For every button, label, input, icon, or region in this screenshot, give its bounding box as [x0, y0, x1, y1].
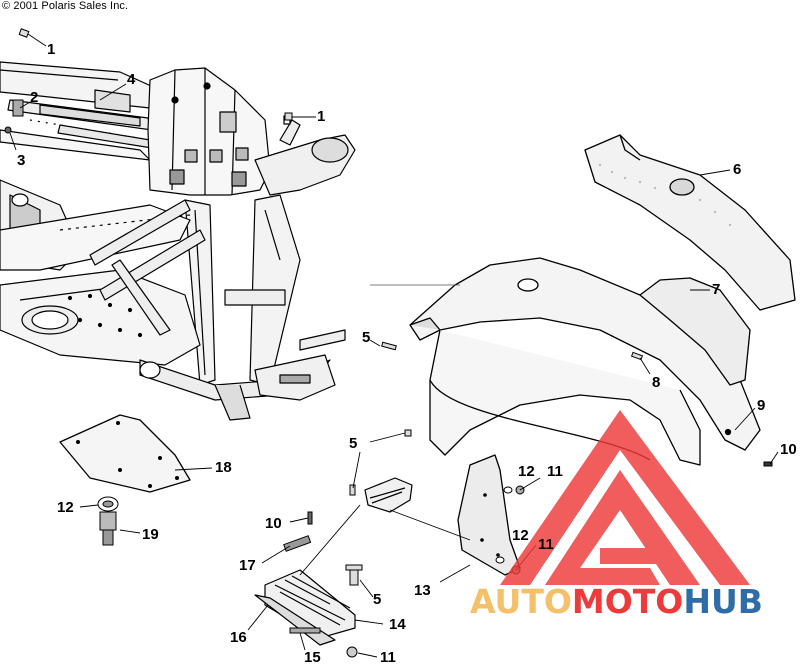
front-cover-part-6 [584, 134, 796, 311]
callout-11b: 11 [538, 536, 554, 553]
callout-3: 3 [17, 152, 26, 169]
frame-assembly [0, 61, 356, 421]
callout-12a: 12 [518, 463, 535, 480]
front-fender-part-7 [409, 257, 761, 466]
callout-7: 7 [712, 281, 721, 298]
callout-4: 4 [127, 71, 136, 88]
watermark-part-hub: HUB [683, 582, 763, 621]
callout-10a: 10 [780, 441, 797, 458]
callout-5c: 5 [373, 591, 382, 608]
watermark-logo [500, 410, 750, 585]
callout-2: 2 [30, 89, 39, 106]
callout-12b: 12 [57, 499, 74, 516]
callout-15: 15 [304, 649, 321, 666]
callout-19: 19 [142, 526, 159, 543]
watermark-wordmark: AUTOMOTOHUB [470, 585, 763, 618]
hardware [4, 28, 773, 658]
callout-18: 18 [215, 459, 232, 476]
footrest-bracket [364, 477, 413, 513]
callout-13: 13 [414, 582, 431, 599]
callout-10b: 10 [265, 515, 282, 532]
callout-1a: 1 [47, 41, 56, 58]
callout-16: 16 [230, 629, 247, 646]
mud-flap-part-13 [457, 454, 521, 576]
skid-plate-part-18 [59, 414, 191, 493]
callout-9: 9 [757, 397, 766, 414]
callout-5b: 5 [349, 435, 358, 452]
callout-11a: 11 [547, 463, 563, 480]
callout-1b: 1 [317, 108, 326, 125]
callout-14: 14 [389, 616, 406, 633]
callout-11c: 11 [380, 649, 396, 666]
callout-17: 17 [239, 557, 256, 574]
callout-5a: 5 [362, 329, 371, 346]
footrest-part-14 [254, 569, 356, 646]
leader-lines [9, 33, 779, 658]
callout-8: 8 [652, 374, 661, 391]
callout-12c: 12 [512, 527, 529, 544]
callout-6: 6 [733, 161, 742, 178]
copyright-text: © 2001 Polaris Sales Inc. [2, 0, 129, 12]
watermark-part-auto: AUTO [470, 582, 572, 621]
watermark-part-moto: MOTO [571, 582, 684, 621]
